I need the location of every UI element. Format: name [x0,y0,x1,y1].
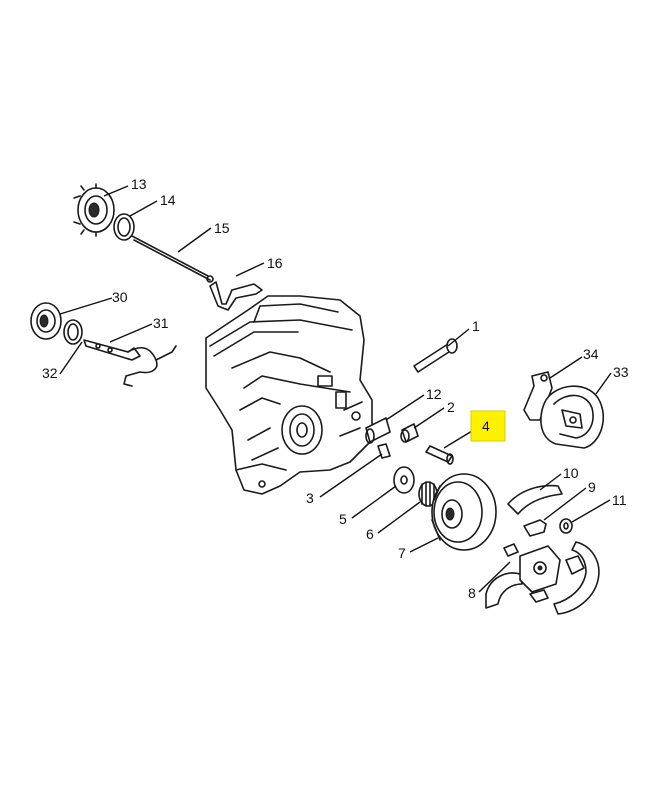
part-5-washer [393,466,415,494]
callout-16: 16 [267,255,283,271]
callout-1: 1 [472,318,480,334]
callout-30: 30 [112,289,128,305]
part-7-clutch-drum [431,473,497,551]
part-34-bracket [523,371,553,421]
part-13-gear [73,183,115,237]
callout-33: 33 [613,364,629,380]
part-31-washer [63,319,83,345]
part-10-clutch-shoe [507,484,563,515]
callout-3: 3 [306,490,314,506]
callout-32: 32 [42,365,58,381]
callout-11: 11 [612,492,627,508]
callout-8: 8 [468,585,476,601]
callout-15: 15 [214,220,230,236]
crankcase-housing [205,295,373,495]
part-16-lever [209,281,263,311]
highlight-box-part-4 [470,410,506,442]
part-32-linkage [83,339,177,387]
callout-10: 10 [563,465,579,481]
callout-labels: 13 14 15 16 30 31 32 1 34 33 12 2 4 3 10… [42,176,629,601]
callout-14: 14 [160,192,176,208]
part-33-clutch-cover [540,385,605,449]
callout-13: 13 [131,176,147,192]
callout-7: 7 [398,545,406,561]
part-2-bushing [400,423,419,443]
part-14-washer [113,213,135,241]
part-1-bolt [413,338,458,373]
part-8-clutch-assembly [485,541,600,615]
part-15-rod [131,235,214,283]
callout-31: 31 [153,315,169,331]
part-12-sleeve [365,417,391,444]
part-11-washer [559,518,573,534]
callout-6: 6 [366,526,374,542]
callout-9: 9 [588,479,596,495]
leader-lines [59,185,612,593]
part-4-pin [425,445,454,465]
callout-34: 34 [583,346,599,362]
callout-2: 2 [447,399,455,415]
part-30-gear [30,302,62,340]
callout-4: 4 [482,418,490,434]
callout-12: 12 [426,386,442,402]
part-9-spring-clip [523,519,547,537]
callout-5: 5 [339,511,347,527]
